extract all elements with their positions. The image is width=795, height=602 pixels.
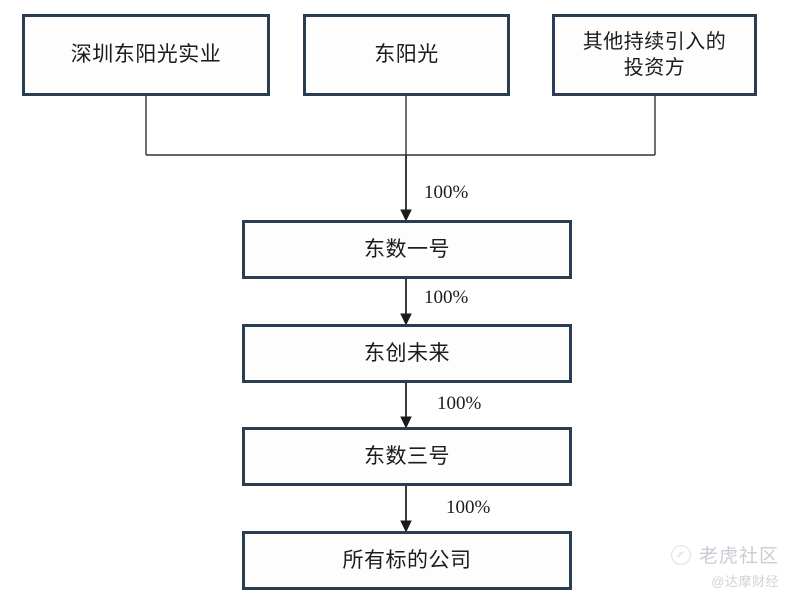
node-label: 其他持续引入的 投资方 <box>582 30 727 79</box>
node-label: 东数三号 <box>364 443 450 468</box>
watermark-handle-text: @达摩财经 <box>711 574 779 589</box>
edge-percent-label-0: 100% <box>424 182 469 203</box>
tiger-circle-logo-icon <box>670 544 691 565</box>
top-row-bus-connector <box>145 96 656 156</box>
node-label: 所有标的公司 <box>342 547 472 572</box>
node-label: 东创未来 <box>364 340 450 365</box>
node-shenzhen-dongyangguang: 深圳东阳光实业 <box>22 14 270 96</box>
node-all-target-companies: 所有标的公司 <box>242 531 572 590</box>
node-label: 东数一号 <box>364 236 450 261</box>
node-dongshu-yihao: 东数一号 <box>242 220 572 279</box>
edge-percent-label-3: 100% <box>446 497 491 518</box>
watermark-primary-row: 老虎社区 <box>670 541 779 568</box>
edge-percent-label-2: 100% <box>437 393 482 414</box>
edge-percent-label-1: 100% <box>424 287 469 308</box>
node-dongshu-sanhao: 东数三号 <box>242 427 572 486</box>
watermark-brand-text: 老虎社区 <box>698 546 779 567</box>
node-label: 深圳东阳光实业 <box>70 42 222 67</box>
node-dongchuang-weilai: 东创未来 <box>242 324 572 383</box>
node-label: 东阳光 <box>374 42 439 67</box>
node-dongyangguang: 东阳光 <box>303 14 510 96</box>
node-other-investors: 其他持续引入的 投资方 <box>552 14 757 96</box>
watermark: 老虎社区 @达摩财经 <box>670 541 779 590</box>
